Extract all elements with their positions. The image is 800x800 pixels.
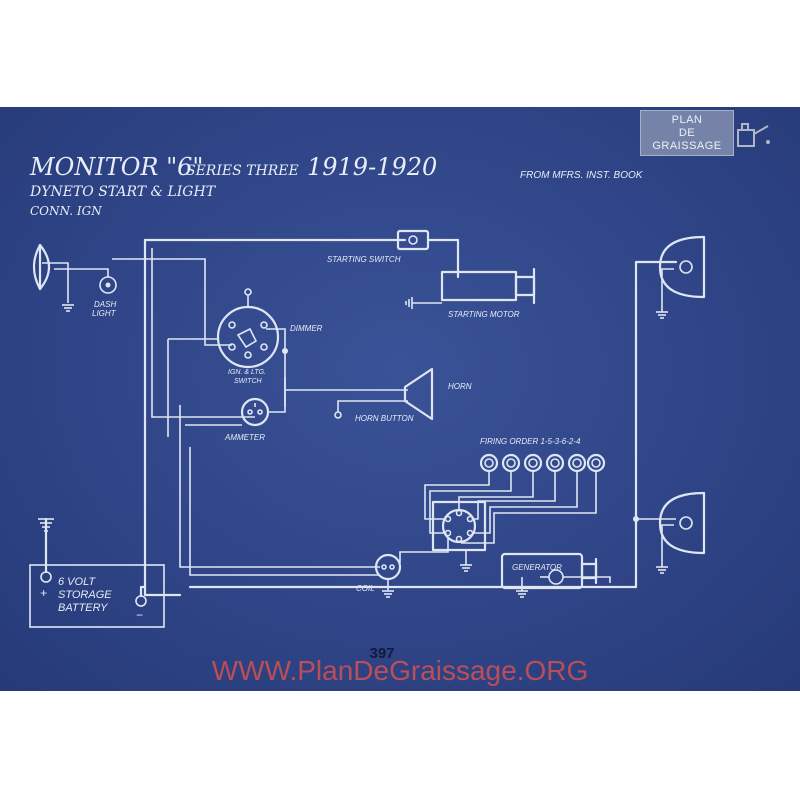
horn-label: HORN [448,382,472,391]
plan-de-graissage-logo: PLAN DE GRAISSAGE [640,110,770,156]
plug-3-lead [458,471,534,511]
plug-4-lead [472,471,556,520]
ground-icon [460,564,472,572]
horn-button-label: HORN BUTTON [355,414,414,423]
starting-motor-label: STARTING MOTOR [448,310,520,319]
plug-1-lead [424,471,490,520]
coil-label: COIL [356,584,375,593]
dimmer-label: DIMMER [290,324,323,333]
ground-icon [516,590,528,598]
horn-button-wire [337,400,408,412]
dash-light-to-switch-wire [112,258,232,346]
ground-icon [656,311,668,319]
generator-output-wire [563,576,611,583]
logo-box: PLAN DE GRAISSAGE [640,110,734,156]
logo-line-3: GRAISSAGE [652,140,722,152]
starting-switch-label: STARTING SWITCH [327,255,401,264]
ignition-subtitle: CONN. IGN [30,204,102,218]
ammeter-label: AMMETER [224,433,265,442]
ground-icon [62,304,74,312]
wiring-diagram: MONITOR "6" SERIES THREE 1919-1920 DYNET… [29,153,706,628]
battery-positive-lead [139,585,147,598]
years-title: 1919-1920 [307,153,437,181]
lower-headlamp-ground [661,524,674,567]
logo-line-1: PLAN [671,114,703,126]
plug-2-lead [429,471,512,534]
blueprint-sheet: MONITOR "6" SERIES THREE 1919-1920 DYNET… [0,107,800,691]
left-bus-wire [151,248,255,418]
model-title: MONITOR "6" [29,153,203,181]
oil-can-icon [737,123,770,147]
ground-icon [656,566,668,574]
system-subtitle: DYNETO START & LIGHT [29,184,217,200]
coil-to-distributor-wire [399,537,449,563]
ign-switch-label: IGN. & LTG. [228,369,266,376]
dash-light-bulb-icon [99,276,117,294]
right-bus-wire [188,260,678,589]
battery-label-2: STORAGE [58,589,112,601]
logo-line-2: DE [678,127,696,139]
ignition-lead [189,447,380,576]
source-note: FROM MFRS. INST. BOOK [520,170,644,181]
plug-5-lead [472,471,578,534]
battery-bus-jog [143,585,182,597]
ign-ltg-switch [216,288,280,369]
right-upper-headlamp-icon [658,235,706,299]
firing-order-label: FIRING ORDER 1-5-3-6-2-4 [480,437,581,446]
series-title: SERIES THREE [186,163,299,179]
spark-plugs [479,453,606,473]
left-headlamp-icon [32,243,51,291]
ground-icon [405,297,413,309]
ammeter [240,397,270,427]
upper-headlamp-ground [661,268,674,312]
battery-label-3: BATTERY [58,602,108,614]
dash-light-feed [54,268,109,277]
ign-switch-label-2: SWITCH [234,378,263,385]
horn-button [334,411,342,419]
ground-icon [38,518,54,532]
coil-feed-wire [179,405,380,568]
dash-light-label-2: LIGHT [92,309,117,318]
battery-label-1: 6 VOLT [58,576,96,588]
horn-icon [403,367,434,421]
website-watermark: WWW.PlanDeGraissage.ORG [211,655,589,686]
plug-6-lead [461,471,597,544]
right-lower-headlamp-icon [658,491,706,555]
headlamp-ground-wire [42,262,69,303]
page-number: 397 [369,645,395,662]
dimmer-wire [266,328,286,407]
bus-junction [633,516,639,522]
switch-to-motor-wire [426,238,460,279]
starting-motor [440,267,536,305]
battery-minus: − [136,608,143,622]
dash-light-label: DASH [94,300,116,309]
generator-label: GENERATOR [512,563,562,572]
ground-icon [382,590,394,598]
battery-plus: + [40,586,47,600]
ammeter-right-wire [268,377,286,413]
